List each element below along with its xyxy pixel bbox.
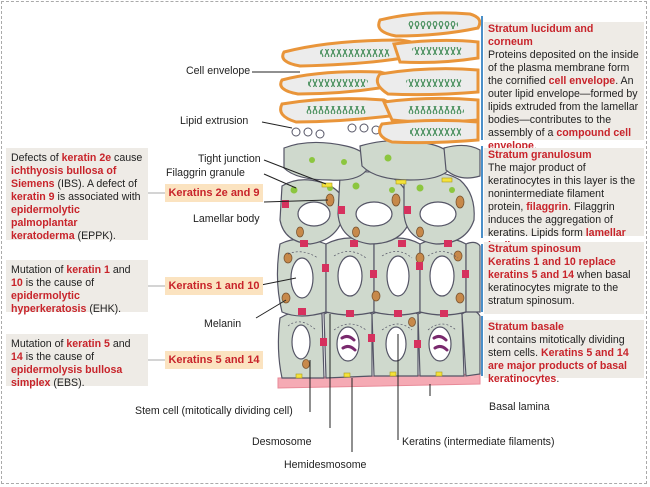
basal-nuclei bbox=[291, 324, 452, 362]
leader-lines bbox=[252, 71, 431, 452]
note-keratin-1-10: Mutation of keratin 1 and 10 is the caus… bbox=[6, 260, 148, 315]
note-connectors bbox=[147, 192, 165, 361]
tag-keratins-5-14: Keratins 5 and 14 bbox=[165, 351, 263, 369]
label-stem-cell: Stem cell (mitotically dividing cell) bbox=[135, 405, 293, 417]
note-keratin-5-14-text: Mutation of keratin 5 and 14 is the caus… bbox=[11, 338, 131, 389]
note-stratum-basale-title: Stratum basale bbox=[488, 321, 564, 333]
label-filaggrin-granule: Filaggrin granule bbox=[166, 167, 245, 179]
stratum-corneum-squames bbox=[279, 11, 482, 145]
granular-nuclei bbox=[297, 201, 457, 227]
label-cell-envelope: Cell envelope bbox=[186, 65, 251, 77]
note-keratin-2e: Defects of keratin 2e cause ichthyosis b… bbox=[6, 148, 148, 242]
note-stratum-basale-text: It contains mitotically dividing stem ce… bbox=[488, 334, 629, 385]
tag-keratins-2e-9: Keratins 2e and 9 bbox=[165, 184, 263, 202]
note-stratum-corneum: Stratum lucidum and corneum Proteins dep… bbox=[484, 22, 644, 152]
granular-cell bbox=[443, 144, 481, 179]
note-stratum-granulosum-title: Stratum granulosum bbox=[488, 149, 592, 161]
melanin-granules bbox=[281, 250, 465, 369]
spinous-cell bbox=[465, 241, 481, 313]
note-keratin-1-10-text: Mutation of keratin 1 and 10 is the caus… bbox=[11, 264, 131, 315]
lipid-extrusions bbox=[291, 123, 417, 139]
filaggrin-granules bbox=[290, 154, 455, 194]
note-stratum-spinosum-text: Keratins 1 and 10 replace keratins 5 and… bbox=[488, 256, 631, 307]
label-lipid-extrusion: Lipid extrusion bbox=[180, 115, 249, 127]
granular-cell bbox=[283, 141, 370, 181]
label-desmosome: Desmosome bbox=[252, 436, 312, 448]
tight-junctions bbox=[321, 177, 453, 188]
note-stratum-granulosum: Stratum granulosum The major product of … bbox=[484, 148, 644, 252]
lamellar-bodies bbox=[296, 193, 465, 238]
label-tight-junction: Tight junction bbox=[198, 153, 261, 165]
desmosomes bbox=[282, 200, 469, 348]
label-melanin: Melanin bbox=[204, 318, 242, 330]
granular-cell bbox=[359, 139, 454, 181]
keratin-bundles bbox=[306, 21, 464, 136]
note-keratin-5-14: Mutation of keratin 5 and 14 is the caus… bbox=[6, 334, 148, 389]
note-stratum-corneum-title: Stratum lucidum and corneum bbox=[488, 23, 594, 48]
spinous-nuclei bbox=[290, 255, 455, 299]
note-keratin-2e-text: Defects of keratin 2e cause ichthyosis b… bbox=[11, 152, 143, 242]
basal-cell bbox=[461, 309, 481, 377]
hemidesmosomes bbox=[295, 371, 443, 379]
label-hemidesmosome: Hemidesmosome bbox=[284, 459, 367, 471]
keratin-filaments bbox=[287, 251, 459, 331]
note-stratum-basale: Stratum basale It contains mitotically d… bbox=[484, 320, 644, 385]
note-stratum-corneum-text: Proteins deposited on the inside of the … bbox=[488, 49, 639, 152]
note-stratum-granulosum-text: The major product of keratinocytes in th… bbox=[488, 162, 636, 252]
note-stratum-spinosum: Stratum spinosum Keratins 1 and 10 repla… bbox=[484, 242, 644, 314]
note-stratum-spinosum-title: Stratum spinosum bbox=[488, 243, 582, 255]
label-keratins: Keratins (intermediate filaments) bbox=[402, 436, 555, 448]
label-basal-lamina: Basal lamina bbox=[489, 401, 550, 413]
label-lamellar-body: Lamellar body bbox=[193, 213, 260, 225]
mitotic-chromosomes bbox=[340, 334, 449, 352]
tag-keratins-1-10: Keratins 1 and 10 bbox=[165, 277, 263, 295]
